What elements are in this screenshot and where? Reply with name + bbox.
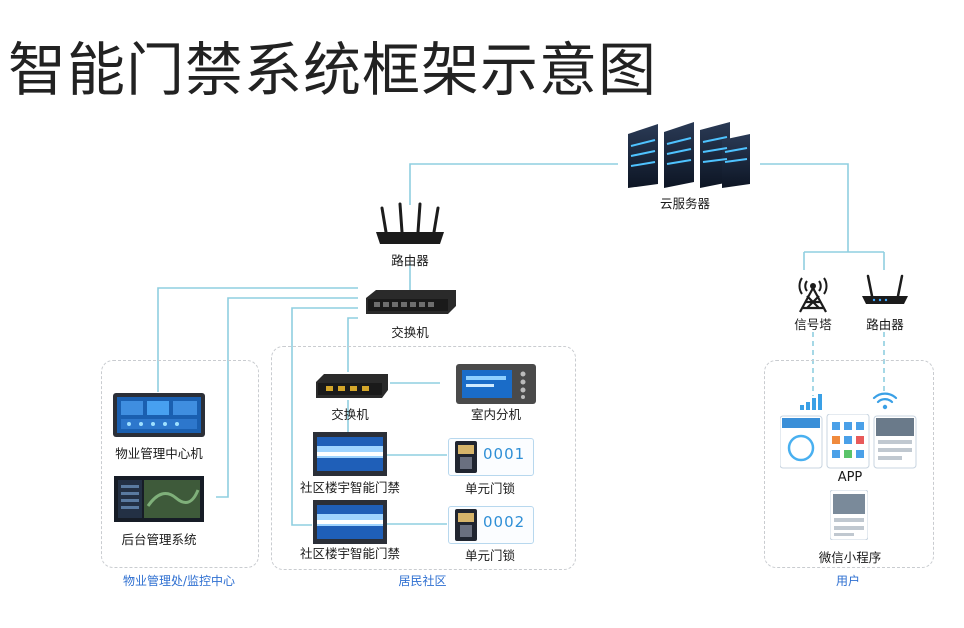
label-unit-lock-1: 单元门锁 [464,481,515,496]
wifi-icon [872,392,898,410]
router-icon [862,274,908,304]
router-icon [376,202,444,244]
switch-icon [316,374,388,398]
label-wechat: 微信小程序 [818,550,882,565]
label-door-access-2: 社区楼宇智能门禁 [299,546,400,561]
label-switch-main: 交换机 [391,325,429,340]
zone-label-property: 物业管理处/监控中心 [122,574,236,588]
door-lock-icon [455,441,477,473]
link-server-router [409,163,618,205]
switch-icon [366,290,456,314]
zone-property [101,360,259,568]
unit-lock-card: 0001 [448,438,534,476]
indoor-unit-icon [456,364,536,404]
cloud-server-icon [628,122,750,188]
door-lock-icon [455,509,477,541]
label-unit-lock-2: 单元门锁 [464,548,515,563]
management-monitor-icon [113,393,205,437]
label-cloud-server: 云服务器 [659,196,710,211]
mini-program-phone-icon [830,490,868,540]
label-router-user: 路由器 [866,317,904,332]
label-router-main: 路由器 [391,253,429,268]
zone-label-user: 用户 [835,574,860,588]
app-screens-icon [780,414,917,469]
zone-label-residential: 居民社区 [398,574,447,588]
unit-lock-number: 0001 [483,445,526,463]
link-switch-subswitch [347,317,358,372]
label-indoor-unit: 室内分机 [470,407,521,422]
door-access-panel-icon [313,432,387,476]
zone-user [764,360,934,568]
label-mgmt-pc: 物业管理中心机 [115,446,203,461]
page-title: 智能门禁系统框架示意图 [8,36,658,104]
label-door-access-1: 社区楼宇智能门禁 [299,480,400,495]
label-app: APP [837,470,863,485]
unit-lock-number: 0002 [483,513,526,531]
door-access-panel-icon [313,500,387,544]
backend-screen-icon [114,476,204,522]
signal-tower-icon [798,277,828,313]
link-switch-door2 [291,307,358,526]
label-backend: 后台管理系统 [121,532,197,547]
link-server-user [760,163,884,253]
link-switch-mgmt [157,287,358,392]
label-signal-tower: 信号塔 [794,317,832,332]
unit-lock-card: 0002 [448,506,534,544]
link-switch-backend [216,297,358,498]
label-switch-sub: 交换机 [331,407,369,422]
zone-residential [271,346,576,570]
signal-bars-icon [800,394,822,410]
